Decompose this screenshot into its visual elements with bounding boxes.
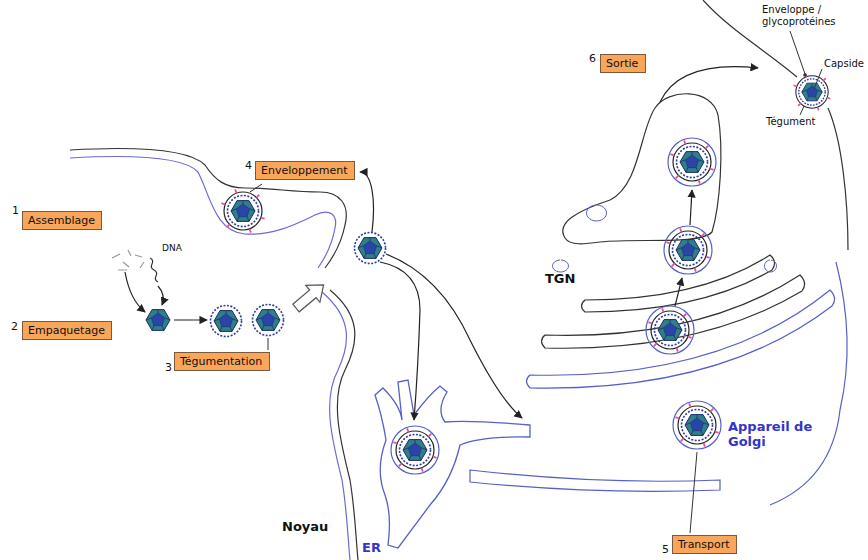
- step-box: 5Transport: [672, 535, 737, 554]
- virion-vesicle: [646, 306, 694, 354]
- leader-line: [814, 69, 822, 89]
- flow-arrow: [380, 262, 420, 420]
- leader-line: [690, 452, 697, 533]
- callout-number: 4: [245, 159, 252, 172]
- callout-number: 5: [662, 543, 669, 556]
- flow-arrow: [125, 272, 145, 312]
- callout-number: 1: [12, 204, 19, 217]
- leader-line: [790, 31, 805, 74]
- leader-dot: [803, 73, 807, 77]
- tegumented-capsid: [211, 306, 242, 337]
- flow-arrow: [360, 172, 374, 232]
- callout-label: Tégument: [766, 116, 815, 128]
- tegumented-capsid: [253, 305, 284, 336]
- golgi-cisterna: [470, 470, 720, 491]
- flow-arrow: [660, 67, 758, 102]
- virion-vesicle: [664, 226, 712, 274]
- outer-nuclear-membrane: [330, 290, 358, 560]
- hollow-arrow: [289, 276, 331, 316]
- step-label: Tégumentation: [180, 354, 262, 369]
- dna-label: DNA: [162, 243, 182, 253]
- callout-label: Enveloppe / glycoprotéines: [762, 4, 862, 27]
- step-label: Empaquetage: [28, 323, 105, 338]
- step-label: Enveloppement: [261, 163, 348, 178]
- capsid: [146, 310, 170, 331]
- tgn-cisterna: [563, 94, 721, 244]
- dna-strand: [150, 258, 158, 282]
- leader-line: [800, 106, 804, 115]
- flow-arrow: [158, 286, 163, 305]
- golgi-cisterna: [527, 290, 835, 388]
- plasma-membrane: [828, 108, 848, 250]
- region-label: ER: [362, 541, 381, 556]
- released-virion: [794, 74, 831, 111]
- step-box: 3Tégumentation: [174, 352, 270, 371]
- virion-vesicle: [668, 138, 716, 186]
- step-box: 1Assemblage: [22, 211, 102, 230]
- step-label: Sortie: [606, 56, 638, 71]
- tegumented-capsid: [355, 233, 386, 264]
- callout-number: 2: [11, 320, 18, 333]
- flow-arrow: [386, 254, 522, 418]
- flow-arrow: [675, 278, 682, 306]
- leader-line: [250, 184, 262, 192]
- golgi-membrane: [770, 262, 847, 505]
- endoplasmic-reticulum: [375, 380, 530, 548]
- callout-number: 3: [165, 361, 172, 374]
- virion-vesicle: [673, 401, 721, 449]
- callout-label: Capside: [824, 58, 864, 70]
- leader-line: [268, 338, 269, 350]
- flow-arrow: [690, 190, 692, 225]
- step-label: Assemblage: [28, 213, 95, 228]
- step-box: 4Enveloppement: [255, 161, 355, 180]
- capsid-proteins: [112, 250, 144, 270]
- region-label: Noyau: [282, 520, 328, 535]
- flow-arrow: [174, 319, 207, 320]
- step-box: 6Sortie: [600, 54, 646, 73]
- virion-vesicle: [391, 426, 439, 474]
- enveloped-virion: [221, 189, 264, 232]
- callout-number: 6: [589, 52, 596, 65]
- step-label: Transport: [678, 537, 730, 552]
- region-label: Appareil de Golgi: [728, 420, 820, 450]
- small-vesicles: [553, 205, 777, 272]
- region-label: TGN: [545, 272, 575, 287]
- step-box: 2Empaquetage: [22, 321, 112, 340]
